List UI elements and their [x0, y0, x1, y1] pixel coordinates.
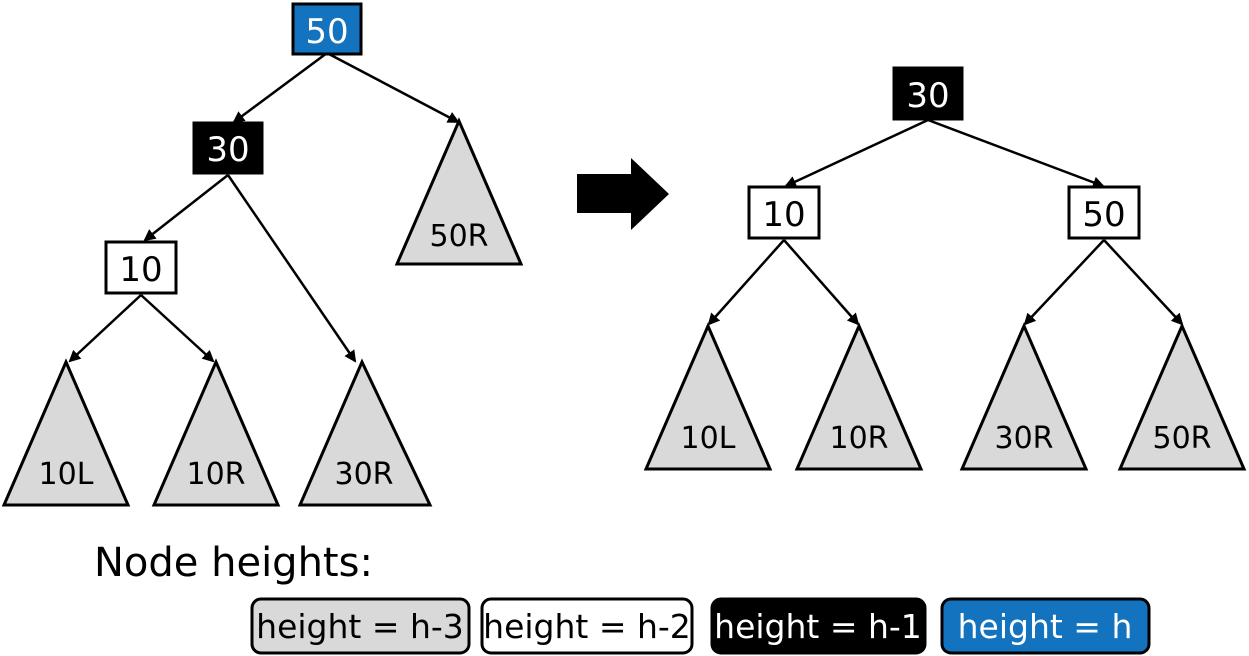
- legend: Node heights: height = h-3 height = h-2 …: [94, 540, 1151, 655]
- legend-swatch-h-3: [250, 597, 471, 655]
- left-node-10-box: [104, 240, 178, 295]
- right-node-50-box: [1067, 185, 1141, 240]
- right-node-30-label: 30: [906, 76, 949, 116]
- edge-50-to-50R: [326, 51, 460, 124]
- legend-label-h-3: height = h-3: [256, 607, 464, 646]
- legend-swatch-h-1: [710, 597, 927, 655]
- legend-label-h: height = h: [958, 607, 1133, 646]
- right-node-10-label: 10: [762, 195, 805, 235]
- edge-right-50-to-30R: [1023, 239, 1105, 326]
- right-subtree-10R-triangle: [794, 322, 924, 471]
- legend-item-h-3: height = h-3: [250, 597, 471, 655]
- left-subtree-10R-triangle: [151, 358, 281, 507]
- edge-right-10-to-10L: [707, 239, 785, 326]
- left-node-10-label: 10: [119, 250, 162, 290]
- right-subtree-50R-triangle: [1117, 322, 1247, 471]
- left-node-50-box: [291, 2, 363, 56]
- right-subtree-50R: 50R: [1117, 322, 1247, 471]
- legend-item-h: height = h: [940, 597, 1151, 655]
- left-tree: 50 30 10 50R 10L 10R 30R: [1, 2, 524, 507]
- right-node-50-label: 50: [1082, 195, 1125, 235]
- legend-title: Node heights:: [94, 540, 373, 586]
- edge-right-10-to-10R: [783, 239, 860, 326]
- right-subtree-10R-label: 10R: [829, 421, 888, 456]
- legend-item-h-1: height = h-1: [710, 597, 927, 655]
- left-node-30-label: 30: [206, 130, 249, 170]
- legend-item-h-2: height = h-2: [480, 597, 694, 655]
- left-node-30: 30: [192, 121, 264, 175]
- right-subtree-10R: 10R: [794, 322, 924, 471]
- right-subtree-50R-label: 50R: [1152, 421, 1211, 456]
- legend-swatch-h-2: [480, 597, 694, 655]
- left-node-30-box: [192, 121, 264, 175]
- left-subtree-30R-label: 30R: [334, 457, 393, 492]
- edge-30-to-10: [143, 174, 229, 242]
- left-subtree-50R-label: 50R: [429, 219, 488, 254]
- left-subtree-50R-triangle: [394, 117, 524, 266]
- legend-label-h-1: height = h-1: [714, 607, 922, 646]
- right-subtree-10L-label: 10L: [681, 421, 736, 456]
- legend-label-h-2: height = h-2: [483, 607, 691, 646]
- left-subtree-30R-triangle: [297, 358, 433, 507]
- right-subtree-30R-triangle: [959, 322, 1089, 471]
- left-node-50-label: 50: [305, 12, 348, 52]
- edge-10-to-10L: [68, 294, 142, 363]
- edge-50-to-30: [232, 51, 328, 124]
- edge-right-30-to-10: [784, 118, 929, 188]
- left-subtree-10L-triangle: [1, 358, 131, 507]
- right-node-10-box: [747, 185, 821, 240]
- legend-swatch-h: [940, 597, 1151, 655]
- edge-right-30-to-50: [927, 118, 1105, 189]
- right-node-10: 10: [747, 185, 821, 240]
- rotation-arrow-icon: [577, 158, 669, 230]
- right-tree: 30 10 50 10L 10R 30R 50R: [643, 66, 1247, 471]
- right-node-50: 50: [1067, 185, 1141, 240]
- edge-30-to-30R: [226, 174, 357, 363]
- right-node-30-box: [892, 66, 964, 121]
- left-node-10: 10: [104, 240, 178, 295]
- left-subtree-10R: 10R: [151, 358, 281, 507]
- left-subtree-10L-label: 10L: [39, 457, 94, 492]
- left-subtree-10L: 10L: [1, 358, 131, 507]
- left-node-50: 50: [291, 2, 363, 56]
- left-subtree-30R: 30R: [297, 358, 433, 507]
- right-subtree-10L-triangle: [643, 322, 773, 471]
- left-subtree-50R: 50R: [394, 117, 524, 266]
- edge-right-50-to-50R: [1103, 239, 1184, 326]
- right-subtree-30R: 30R: [959, 322, 1089, 471]
- right-node-30: 30: [892, 66, 964, 121]
- edge-10-to-10R: [140, 294, 215, 363]
- left-subtree-10R-label: 10R: [186, 457, 245, 492]
- right-subtree-30R-label: 30R: [994, 421, 1053, 456]
- right-subtree-10L: 10L: [643, 322, 773, 471]
